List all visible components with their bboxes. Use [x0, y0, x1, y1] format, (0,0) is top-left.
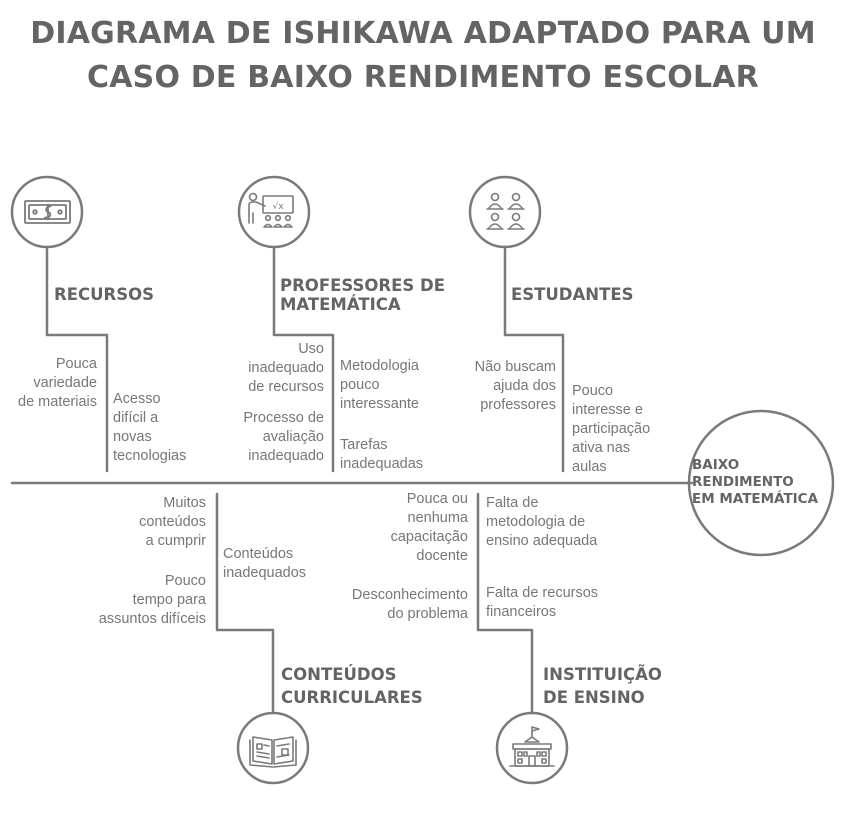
- cause-line: interessante: [340, 396, 419, 412]
- category-estudantes-title: ESTUDANTES: [511, 285, 634, 304]
- cause-line: ajuda dos: [493, 378, 556, 394]
- cause-line: professores: [480, 397, 556, 413]
- category-conteudos-title-line-2: CURRICULARES: [281, 688, 423, 707]
- professores-bone: [272, 245, 335, 473]
- cause-line: participação: [572, 421, 651, 437]
- cause-capacitacao-docente: Pouca ou nenhuma capacitação docente: [391, 490, 468, 566]
- cause-line: Metodologia: [340, 358, 419, 374]
- diagram-title: DIAGRAMA DE ISHIKAWA ADAPTADO PARA UM CA…: [0, 12, 846, 100]
- cause-line: financeiros: [486, 604, 557, 620]
- cause-falta-metodologia: Falta de metodologia de ensino adequada: [486, 494, 597, 551]
- cause-pouco-tempo: Pouco tempo para assuntos difíceis: [99, 572, 206, 629]
- money-icon: [24, 200, 71, 224]
- cause-line: de recursos: [248, 379, 324, 395]
- cause-line: Falta de: [486, 495, 539, 511]
- category-instituicao-title: INSTITUIÇÃO DE ENSINO: [543, 663, 662, 709]
- category-professores-title-line-1: PROFESSORES DE: [280, 276, 445, 295]
- instituicao-icon-circle: [495, 711, 569, 785]
- cause-pouco-interesse: Pouco interesse e participação ativa nas…: [572, 382, 650, 477]
- cause-line: Acesso: [113, 391, 161, 407]
- cause-line: tempo para: [132, 592, 206, 608]
- recursos-bone: [45, 245, 109, 473]
- effect-line-1: BAIXO: [692, 457, 740, 473]
- students-icon: [486, 192, 525, 230]
- cause-line: novas: [113, 429, 152, 445]
- category-professores-title: PROFESSORES DE MATEMÁTICA: [280, 276, 445, 314]
- cause-line: inadequadas: [340, 456, 424, 472]
- cause-line: Tarefas: [340, 437, 388, 453]
- cause-tarefas-inadequadas: Tarefas inadequadas: [340, 436, 423, 474]
- title-line-1: DIAGRAMA DE ISHIKAWA ADAPTADO PARA UM: [30, 16, 816, 51]
- cause-line: pouco: [340, 377, 380, 393]
- cause-line: Conteúdos: [223, 546, 294, 562]
- cause-line: nenhuma: [407, 510, 468, 526]
- cause-nao-buscam-ajuda: Não buscam ajuda dos professores: [475, 358, 556, 415]
- effect-circle: [687, 409, 835, 557]
- category-instituicao-title-line-1: INSTITUIÇÃO: [543, 665, 662, 684]
- instituicao-bone: [476, 492, 534, 715]
- cause-line: assuntos difíceis: [98, 611, 206, 627]
- cause-line: Pouco: [164, 573, 206, 589]
- cause-line: Uso: [298, 341, 324, 357]
- cause-conteudos-inadequados: Conteúdos inadequados: [223, 545, 306, 583]
- category-instituicao-title-line-2: DE ENSINO: [543, 688, 645, 707]
- cause-line: variedade: [33, 375, 97, 391]
- cause-line: interesse e: [572, 402, 643, 418]
- effect-line-3: EM MATEMÁTICA: [692, 491, 819, 507]
- cause-line: Pouca ou: [406, 491, 468, 507]
- category-recursos-title: RECURSOS: [54, 285, 154, 304]
- estudantes-icon-circle: [468, 175, 542, 249]
- cause-line: do problema: [387, 606, 468, 622]
- svg-text:√x: √x: [272, 201, 284, 212]
- cause-line: docente: [416, 548, 468, 564]
- estudantes-bone: [503, 245, 565, 473]
- category-conteudos-title-line-1: CONTEÚDOS: [281, 665, 397, 684]
- cause-pouca-variedade: Pouca variedade de materiais: [18, 355, 97, 412]
- cause-line: de materiais: [18, 394, 97, 410]
- cause-line: capacitação: [390, 529, 468, 545]
- cause-muitos-conteudos: Muitos conteúdos a cumprir: [139, 494, 206, 551]
- cause-line: difícil a: [113, 410, 159, 426]
- cause-metodologia-pouco-interessante: Metodologia pouco interessante: [340, 357, 419, 414]
- cause-line: tecnologias: [113, 448, 187, 464]
- cause-line: Falta de recursos: [486, 585, 599, 601]
- cause-line: Muitos: [163, 495, 206, 511]
- cause-line: inadequados: [223, 565, 307, 581]
- effect-line-2: RENDIMENTO: [692, 474, 794, 490]
- cause-line: inadequado: [248, 360, 324, 376]
- cause-line: ativa nas: [572, 440, 631, 456]
- cause-line: avaliação: [262, 429, 324, 445]
- cause-line: Pouco: [572, 383, 614, 399]
- cause-line: metodologia de: [486, 514, 586, 530]
- category-conteudos-title: CONTEÚDOS CURRICULARES: [281, 663, 423, 709]
- effect-label: BAIXO RENDIMENTO EM MATEMÁTICA: [692, 457, 818, 508]
- title-line-2: CASO DE BAIXO RENDIMENTO ESCOLAR: [87, 60, 759, 95]
- cause-line: aulas: [572, 459, 607, 475]
- cause-acesso-dificil: Acesso difícil a novas tecnologias: [113, 390, 186, 466]
- cause-line: a cumprir: [145, 533, 206, 549]
- cause-line: ensino adequada: [486, 533, 598, 549]
- cause-line: conteúdos: [139, 514, 206, 530]
- cause-processo-avaliacao: Processo de avaliação inadequado: [243, 409, 324, 466]
- conteudos-icon-circle: [236, 711, 310, 785]
- cause-line: inadequado: [248, 448, 324, 464]
- category-professores-title-line-2: MATEMÁTICA: [280, 295, 401, 314]
- cause-desconhecimento: Desconhecimento do problema: [352, 586, 468, 624]
- school-building-icon: [509, 726, 555, 767]
- book-icon: [249, 736, 297, 768]
- cause-line: Pouca: [55, 356, 97, 372]
- conteudos-bone: [215, 492, 275, 715]
- cause-line: Desconhecimento: [351, 587, 468, 603]
- cause-falta-recursos-financeiros: Falta de recursos financeiros: [486, 584, 598, 622]
- cause-line: Processo de: [243, 410, 324, 426]
- teacher-icon: √x: [248, 192, 294, 228]
- cause-uso-inadequado: Uso inadequado de recursos: [248, 340, 324, 397]
- cause-line: Não buscam: [474, 359, 556, 375]
